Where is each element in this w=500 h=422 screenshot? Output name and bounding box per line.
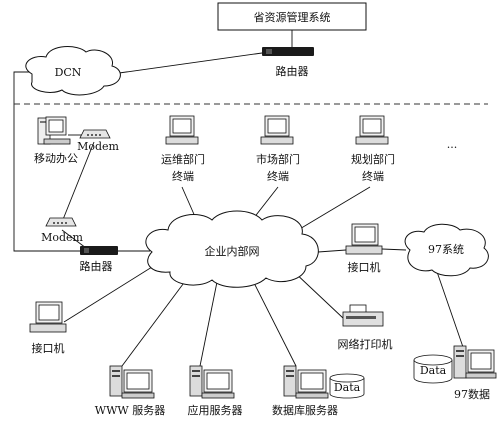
dcn-cloud-shape [25, 46, 121, 96]
link-97-data [434, 265, 465, 351]
link-www-server [121, 271, 193, 367]
router-top: 路由器 [262, 47, 314, 78]
modem-left: Modem [41, 217, 83, 244]
data97-tower [453, 345, 467, 379]
db-server: Data 数据库服务器 [272, 365, 365, 417]
terminal-market-label-1: 市场部门 [256, 152, 300, 166]
www-server-label: WWW 服务器 [95, 404, 165, 417]
link-db-server [249, 274, 297, 367]
router-bottom: 路由器 [80, 246, 118, 273]
modem-mobile: Modem [77, 129, 119, 153]
modem-left-label: Modem [41, 231, 83, 244]
interface-left-label: 接口机 [32, 341, 65, 355]
interface-left-base [29, 323, 67, 333]
enterprise-cloud: 企业内部网 [145, 210, 319, 288]
link-printer [291, 269, 344, 319]
data97-cylinder-label: Data [420, 364, 447, 377]
enterprise-cloud-label: 企业内部网 [205, 244, 260, 258]
printer-label: 网络打印机 [338, 337, 393, 351]
data97-label: 97数据 [454, 387, 490, 401]
db-cylinder-label: Data [334, 381, 361, 394]
link-interface-right [317, 249, 347, 253]
resource-system-frame [217, 2, 367, 31]
interface-left: 接口机 [29, 301, 67, 355]
router-top-label: 路由器 [276, 64, 309, 78]
network-printer: 网络打印机 [338, 304, 393, 351]
interface-right: 接口机 [345, 223, 383, 274]
link-modem-router [61, 229, 87, 249]
router-bottom-label: 路由器 [80, 259, 113, 273]
more-terminals-ellipsis: ... [447, 138, 458, 151]
terminal-planning-base [355, 136, 389, 145]
system97-label: 97系统 [428, 243, 464, 256]
terminal-market: 市场部门 终端 [256, 115, 300, 183]
interface-right-label: 接口机 [348, 260, 381, 274]
dcn-label: DCN [55, 66, 82, 79]
dcn-cloud: DCN [25, 46, 121, 96]
router-top-port [266, 49, 272, 54]
terminal-ops-base [165, 136, 199, 145]
modem-mobile-label: Modem [77, 140, 119, 153]
router-bottom-icon [80, 246, 118, 255]
link-interface-97 [381, 248, 407, 251]
resource-system-box: 省资源管理系统 [217, 2, 367, 31]
db-cylinder [329, 378, 365, 399]
link-app-server [199, 276, 219, 367]
link-modem-modem [61, 141, 95, 223]
connections [13, 30, 465, 367]
terminal-market-base [260, 136, 294, 145]
router-top-icon [262, 47, 314, 56]
terminal-ops-label-2: 终端 [172, 169, 194, 183]
terminal-planning: 规划部门 终端 [351, 115, 395, 183]
system97-cloud: 97系统 [404, 223, 489, 277]
terminal-planning-label-2: 终端 [362, 169, 384, 183]
terminal-market-label-2: 终端 [267, 169, 289, 183]
www-server: WWW 服务器 [95, 365, 165, 417]
modem-left-icon [45, 217, 77, 227]
system97-cloud-shape [404, 223, 489, 277]
enterprise-cloud-shape [145, 210, 319, 288]
terminal-ops-label-1: 运维部门 [161, 152, 205, 166]
mobile-keyboard [43, 138, 71, 145]
data97-cylinder [413, 360, 453, 384]
db-server-tower [283, 365, 297, 397]
resource-system-label: 省资源管理系统 [254, 10, 331, 24]
modem-mobile-icon [79, 129, 111, 139]
app-server-label: 应用服务器 [188, 403, 243, 417]
link-router-dcn [111, 52, 263, 75]
app-server-tower [189, 365, 203, 397]
mobile-office-label: 移动办公 [34, 152, 78, 165]
mobile-office: 移动办公 [34, 116, 78, 165]
data97: Data 97数据 [413, 345, 497, 401]
interface-right-base [345, 245, 383, 255]
terminal-ops: 运维部门 终端 [161, 115, 205, 183]
app-server: 应用服务器 [188, 365, 243, 417]
db-server-label: 数据库服务器 [272, 403, 338, 417]
link-interface-left [63, 261, 161, 323]
terminal-planning-label-1: 规划部门 [351, 152, 395, 166]
www-server-tower [109, 365, 123, 397]
link-dcn-bottom-router [13, 71, 80, 252]
